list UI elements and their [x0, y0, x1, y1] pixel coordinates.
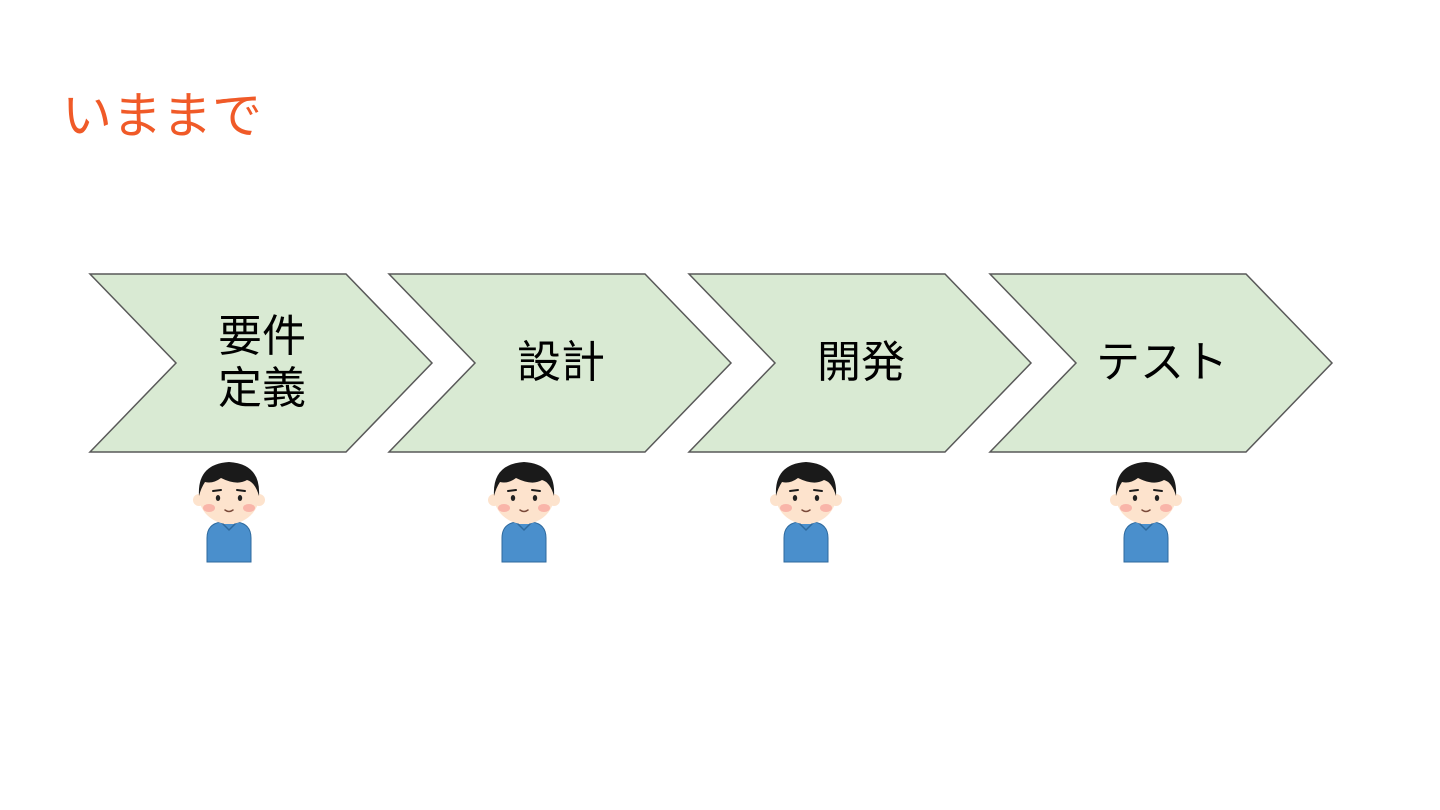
slide-title: いままで: [62, 84, 262, 148]
step-label-development: 開発: [741, 274, 981, 452]
step-label-requirements: 要件 定義: [142, 274, 382, 452]
person-icon: [768, 458, 844, 562]
step-label-test: テスト: [1042, 274, 1282, 452]
step-label-design: 設計: [441, 274, 681, 452]
person-icon: [1108, 458, 1184, 562]
person-icon: [486, 458, 562, 562]
person-icon: [191, 458, 267, 562]
